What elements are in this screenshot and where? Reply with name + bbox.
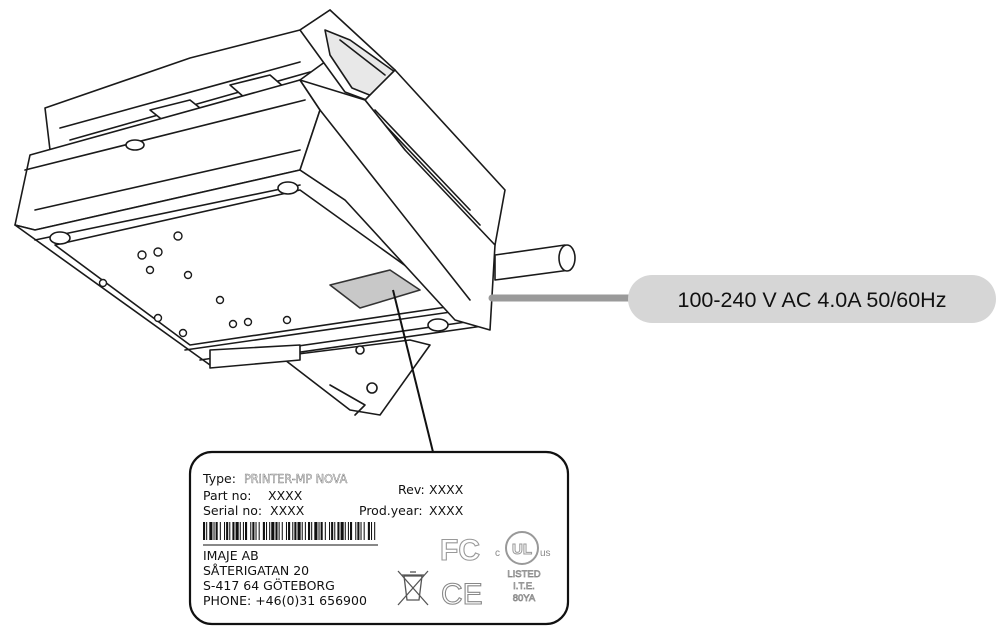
- barcode-bar: [271, 522, 275, 540]
- barcode-bar: [337, 522, 340, 540]
- barcode-bar: [219, 522, 221, 540]
- barcode-bar: [360, 522, 362, 540]
- barcode-bar: [308, 522, 311, 540]
- ce-mark: CE: [440, 577, 483, 611]
- barcode: [203, 522, 376, 540]
- listed-text-3: 80YA: [513, 593, 536, 604]
- barcode-bar: [371, 522, 373, 540]
- barcode-bar: [285, 522, 287, 540]
- rating-plate: Type: PRINTER-MP NOVA Part no: XXXX Rev:…: [188, 450, 570, 626]
- crossed-bin-icon: [397, 570, 429, 606]
- screw-holes: [98, 231, 292, 338]
- barcode-bar: [252, 522, 255, 540]
- barcode-bar: [314, 522, 318, 540]
- ul-c-text: c: [495, 548, 500, 559]
- barcode-bar: [245, 522, 248, 540]
- barcode-bar: [363, 522, 365, 540]
- prod-year-label: Prod.year:: [359, 503, 423, 518]
- barcode-bar: [318, 522, 320, 540]
- barcode-bar: [262, 522, 265, 540]
- fcc-logo-text: FC: [440, 534, 480, 567]
- barcode-bar: [258, 522, 260, 540]
- serial-no-value: XXXX: [270, 503, 305, 518]
- barcode-bar: [340, 522, 344, 540]
- barcode-bar: [355, 522, 357, 540]
- power-rating-text: 100-240 V AC 4.0A 50/60Hz: [678, 288, 947, 312]
- barcode-bar: [357, 522, 360, 540]
- rating-plate-frame: [188, 450, 570, 626]
- barcode-bar: [226, 522, 229, 540]
- barcode-bar: [324, 522, 326, 540]
- listed-text-2: I.T.E.: [513, 581, 535, 592]
- power-callout: 100-240 V AC 4.0A 50/60Hz: [488, 275, 996, 323]
- ce-logo-text: CE: [441, 578, 483, 611]
- barcode-bar: [250, 522, 252, 540]
- address-line-3: S-417 64 GÖTEBORG: [203, 577, 335, 593]
- barcode-bar: [203, 522, 206, 540]
- barcode-bar: [301, 522, 303, 540]
- ul-us-text: us: [540, 548, 551, 559]
- barcode-bar: [350, 522, 353, 540]
- prod-year-value: XXXX: [429, 503, 464, 518]
- barcode-bar: [292, 522, 294, 540]
- rev-value: XXXX: [429, 482, 464, 497]
- barcode-bar: [297, 522, 301, 540]
- barcode-bar: [311, 522, 313, 540]
- barcode-bar: [320, 522, 323, 540]
- ul-listed-mark: c UL us LISTED I.T.E. 80YA: [495, 531, 551, 604]
- fcc-mark: FC: [439, 533, 480, 567]
- barcode-bar: [215, 522, 218, 540]
- type-label: Type:: [202, 471, 236, 486]
- barcode-bar: [367, 522, 370, 540]
- part-no-value: XXXX: [268, 488, 303, 503]
- rev-label: Rev:: [398, 482, 425, 497]
- barcode-bar: [209, 522, 213, 540]
- barcode-bar: [239, 522, 241, 540]
- power-callout-pill: [628, 275, 996, 323]
- barcode-bar: [374, 522, 376, 540]
- barcode-bar: [206, 522, 208, 540]
- barcode-bar: [224, 522, 226, 540]
- barcode-bar: [232, 522, 235, 540]
- barcode-bar: [213, 522, 215, 540]
- barcode-bar: [294, 522, 297, 540]
- serial-no-label: Serial no:: [203, 503, 262, 518]
- barcode-bar: [331, 522, 334, 540]
- barcode-bar: [255, 522, 257, 540]
- listed-text-1: LISTED: [507, 569, 540, 580]
- barcode-bar: [347, 522, 349, 540]
- barcode-bar: [266, 522, 268, 540]
- ul-logo-text: UL: [512, 541, 532, 558]
- barcode-bar: [304, 522, 306, 540]
- barcode-bar: [242, 522, 244, 540]
- barcode-bar: [281, 522, 283, 540]
- barcode-bar: [235, 522, 239, 540]
- barcode-bar: [229, 522, 231, 540]
- ul-circle: [505, 531, 539, 565]
- rating-plate-leader: [392, 289, 434, 453]
- barcode-bar: [275, 522, 278, 540]
- barcode-bar: [334, 522, 336, 540]
- part-no-label: Part no:: [203, 488, 251, 503]
- barcode-bar: [278, 522, 280, 540]
- address-line-2: SÅTERIGATAN 20: [203, 563, 309, 578]
- barcode-bar: [344, 522, 346, 540]
- address-line-4: PHONE: +46(0)31 656900: [203, 593, 367, 608]
- barcode-bar: [269, 522, 271, 540]
- address-line-1: IMAJE AB: [203, 548, 259, 563]
- type-value: PRINTER-MP NOVA: [244, 471, 348, 486]
- barcode-bar: [288, 522, 291, 540]
- barcode-bar: [329, 522, 331, 540]
- printer-illustration: [14, 9, 576, 416]
